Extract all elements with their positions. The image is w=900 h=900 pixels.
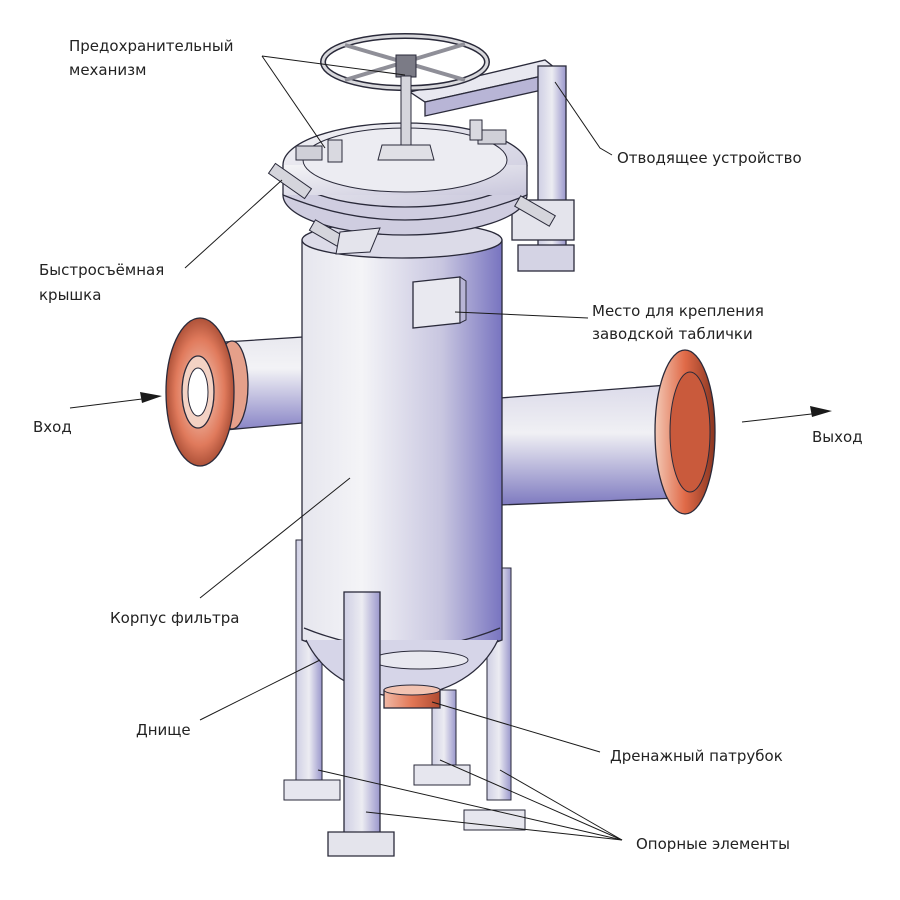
- support-leg-front-left: [327, 591, 395, 857]
- label-quick-lid-line1: Быстросъёмная: [39, 261, 164, 279]
- inlet-flange: [165, 317, 235, 467]
- label-quick-lid-line2: крышка: [39, 286, 101, 304]
- label-filter-body: Корпус фильтра: [110, 609, 240, 627]
- label-nameplate-line2: заводской таблички: [592, 325, 753, 343]
- label-safety-mechanism-line2: механизм: [69, 61, 146, 79]
- support-leg-back-center: [413, 689, 471, 786]
- hand-wheel: [320, 33, 490, 161]
- label-safety-mechanism-line1: Предохранительный: [69, 37, 234, 55]
- label-drain-pipe: Дренажный патрубок: [610, 747, 783, 765]
- nameplate-bracket: [412, 276, 467, 329]
- leader-lines: [69, 55, 832, 841]
- support-leg-back-right: [463, 567, 526, 831]
- label-nameplate-line1: Место для крепления: [592, 302, 764, 320]
- filter-body-shape: [301, 221, 503, 661]
- label-bottom: Днище: [136, 721, 191, 739]
- label-discharge-device: Отводящее устройство: [617, 149, 802, 167]
- discharge-device: [408, 59, 575, 272]
- quick-release-lid: [267, 119, 557, 255]
- outlet-flange: [654, 349, 716, 515]
- label-supports: Опорные элементы: [636, 835, 790, 853]
- drain-pipe-shape: [383, 684, 441, 709]
- label-inlet: Вход: [33, 418, 72, 436]
- outlet-nozzle: [499, 384, 679, 506]
- label-outlet: Выход: [812, 428, 863, 446]
